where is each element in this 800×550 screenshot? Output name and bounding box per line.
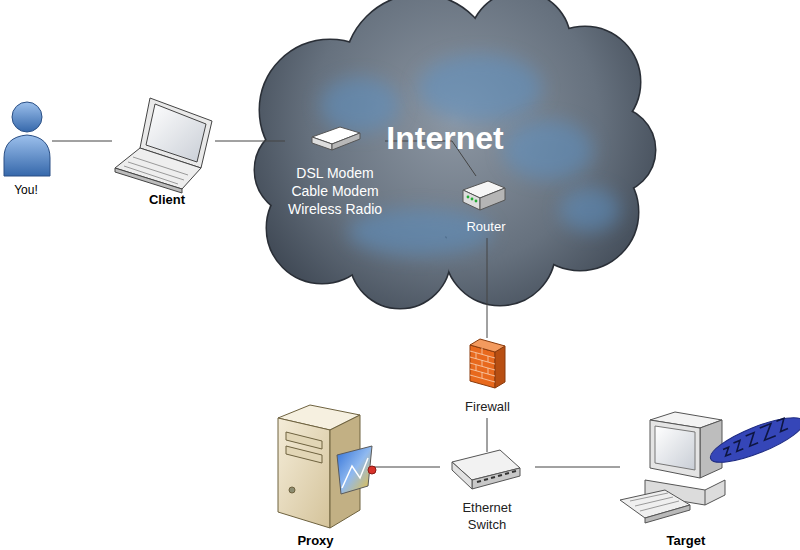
network-link — [373, 467, 440, 468]
device-label: You! — [0, 183, 52, 197]
person-icon — [4, 102, 50, 176]
server-icon — [278, 405, 376, 528]
device-label: Firewall — [450, 399, 525, 414]
network-link — [535, 467, 620, 468]
device-label: DSL Modem Cable Modem Wireless Radio — [285, 164, 385, 218]
firewall-icon — [470, 339, 505, 388]
network-link — [487, 418, 488, 452]
device-label: Proxy — [268, 533, 363, 548]
device-label: Client — [132, 192, 202, 207]
router-icon — [463, 181, 505, 210]
computer-icon — [620, 412, 725, 523]
switch-icon — [452, 450, 520, 489]
modem-icon — [312, 127, 360, 150]
device-label: Router — [452, 219, 520, 234]
sleep-bubble — [706, 409, 800, 471]
laptop-icon — [115, 98, 212, 193]
network-link — [215, 141, 285, 142]
cloud-label: Internet — [370, 119, 520, 157]
device-label: Ethernet Switch — [452, 499, 522, 533]
network-link — [52, 141, 112, 142]
device-label: Target — [636, 533, 736, 548]
internet-cloud: InternetDSL Modem Cable Modem Wireless R… — [250, 0, 660, 305]
network-link — [487, 238, 488, 338]
